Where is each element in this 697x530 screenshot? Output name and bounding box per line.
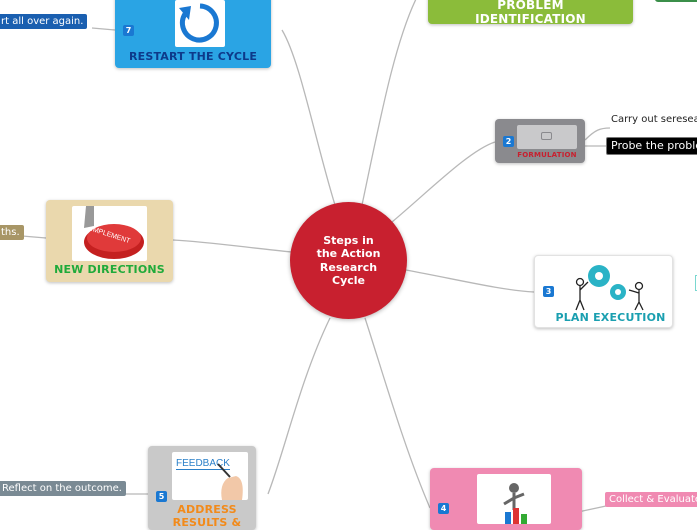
implement-button-icon [84,206,144,259]
topic-title: FORMULATION [517,151,577,159]
topic-problem-identification[interactable]: PROBLEM IDENTIFICATION [428,0,633,26]
topic-image: IMPLEMENT [72,206,147,261]
gears-teamwork-icon [575,265,644,311]
topic-formulation[interactable]: 2 FORMULATION [495,119,585,163]
topic-image: FEEDBACK [172,452,248,500]
partial-topic-edge[interactable] [655,0,697,2]
topic-title: RESTART THE CYCLE [128,50,258,63]
step-number-badge: 7 [123,25,134,36]
analysis-figure-icon [503,483,527,524]
topic-title: PLAN EXECUTION [555,311,666,324]
camera-icon [541,132,552,140]
topic-new-directions[interactable]: IMPLEMENT NEW DIRECTIONS [46,200,173,282]
hand-writing-icon [217,463,243,500]
cycle-arrow-icon [179,3,219,43]
step-number-badge: 4 [438,503,449,514]
step-number-badge: 5 [156,491,167,502]
partial-topic-edge[interactable] [695,275,697,291]
step-number-badge: 2 [503,136,514,147]
feedback-image-text: FEEDBACK [176,458,230,470]
note-formulation-2[interactable]: Probe the problem [606,137,697,155]
note-formulation-1[interactable]: Carry out seresearch [611,114,697,125]
topic-address-results[interactable]: FEEDBACK 5 ADDRESS RESULTS & [148,446,256,530]
note-directions[interactable]: ths. [0,225,24,240]
note-collect[interactable]: Collect & Evaluate [605,492,697,507]
step-number-badge: 3 [543,286,554,297]
center-topic-label: Steps in the Action Research Cycle [316,233,381,288]
note-address[interactable]: Reflect on the outcome. [0,481,126,496]
center-topic[interactable]: Steps in the Action Research Cycle [290,202,407,319]
topic-image [571,260,649,312]
topic-plan-execution[interactable]: 3 PLAN EXECUTION [534,255,673,328]
note-restart[interactable]: rt all over again. [0,14,88,29]
topic-restart-cycle[interactable]: 7 RESTART THE CYCLE [115,0,271,68]
topic-image [175,0,225,47]
topic-collect-data[interactable]: 4 [430,468,582,530]
topic-title: PROBLEM IDENTIFICATION [475,0,586,26]
topic-title: NEW DIRECTIONS [54,263,165,276]
topic-image-placeholder [517,125,577,149]
topic-title: ADDRESS RESULTS & [172,503,242,529]
topic-image [477,474,551,524]
